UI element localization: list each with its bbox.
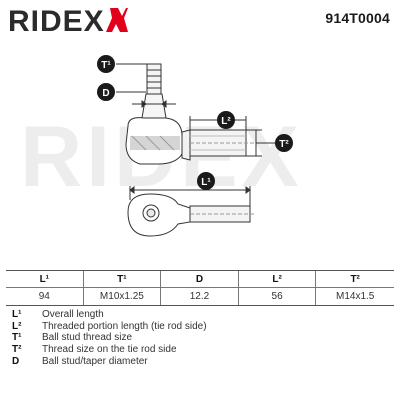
stud-taper bbox=[141, 93, 167, 119]
badge-d: D bbox=[97, 83, 115, 101]
arrow bbox=[129, 186, 135, 194]
brand-x-accent bbox=[106, 8, 128, 32]
badge-label-t2: T² bbox=[279, 139, 289, 150]
legend-key: L² bbox=[12, 320, 22, 332]
badge-label-d: D bbox=[102, 88, 109, 99]
badge-label-t1: T¹ bbox=[101, 60, 111, 71]
side-view bbox=[116, 63, 276, 165]
stud-thread bbox=[146, 63, 162, 95]
legend-text: Ball stud thread size bbox=[42, 332, 133, 344]
badge-l1: L¹ bbox=[197, 172, 215, 190]
part-number: 914T0004 bbox=[325, 10, 390, 26]
stud-top-inner bbox=[146, 208, 156, 218]
top-view bbox=[127, 186, 256, 237]
legend-item: L¹ Overall length bbox=[12, 309, 392, 321]
hatch-line bbox=[159, 135, 175, 151]
spec-table: L¹ T¹ D L² T² 94 M10x1.25 12.2 56 M14x1.… bbox=[6, 270, 394, 306]
legend-key: L¹ bbox=[12, 309, 22, 321]
technical-drawing: RIDEX bbox=[20, 55, 299, 237]
badge-circle bbox=[197, 172, 215, 190]
legend-text: Overall length bbox=[42, 309, 104, 321]
dimension-legend: L¹ Overall length L² Threaded portion le… bbox=[12, 309, 392, 367]
housing-neck bbox=[181, 129, 191, 161]
spec-header-l1: L¹ bbox=[6, 271, 84, 288]
spec-value-d: 12.2 bbox=[161, 288, 239, 305]
spec-header-t2: T² bbox=[316, 271, 394, 288]
legend-key: D bbox=[12, 355, 20, 367]
spec-header-d: D bbox=[161, 271, 239, 288]
spec-value-t2: M14x1.5 bbox=[336, 291, 375, 302]
legend-text: Threaded portion length (tie rod side) bbox=[42, 320, 207, 332]
spec-value-l1: 94 bbox=[6, 288, 84, 305]
legend-item: T¹ Ball stud thread size bbox=[12, 332, 392, 344]
legend-text: Ball stud/taper diameter bbox=[42, 355, 148, 367]
badge-circle bbox=[275, 134, 293, 152]
brand-wordmark: RIDEX bbox=[8, 5, 105, 36]
badge-label-l1: L¹ bbox=[201, 177, 211, 188]
badge-t2: T² bbox=[275, 134, 293, 152]
spec-header-l2: L² bbox=[238, 271, 317, 288]
arrow bbox=[245, 186, 251, 194]
badge-circle bbox=[97, 83, 115, 101]
badge-circle bbox=[217, 111, 235, 129]
ridex-logo: RIDEX bbox=[8, 5, 128, 36]
spec-value-t1: M10x1.25 bbox=[84, 288, 162, 305]
legend-key: T² bbox=[12, 344, 22, 356]
badge-t1: T¹ bbox=[97, 55, 115, 73]
badge-circle bbox=[97, 55, 115, 73]
spec-header-t1: T¹ bbox=[83, 271, 162, 288]
arrow bbox=[161, 100, 167, 108]
badge-l2: L² bbox=[217, 111, 235, 129]
arrow bbox=[141, 100, 147, 108]
legend-item: T² Thread size on the tie rod side bbox=[12, 344, 392, 356]
badge-label-l2: L² bbox=[221, 116, 231, 127]
spec-value-l2: 56 bbox=[239, 288, 317, 305]
hatch-line bbox=[131, 135, 147, 151]
legend-item: D Ball stud/taper diameter bbox=[12, 355, 392, 367]
legend-key: T¹ bbox=[12, 332, 22, 344]
legend-item: L² Threaded portion length (tie rod side… bbox=[12, 321, 392, 333]
hatch-line bbox=[145, 135, 161, 151]
legend-text: Thread size on the tie rod side bbox=[42, 344, 177, 356]
